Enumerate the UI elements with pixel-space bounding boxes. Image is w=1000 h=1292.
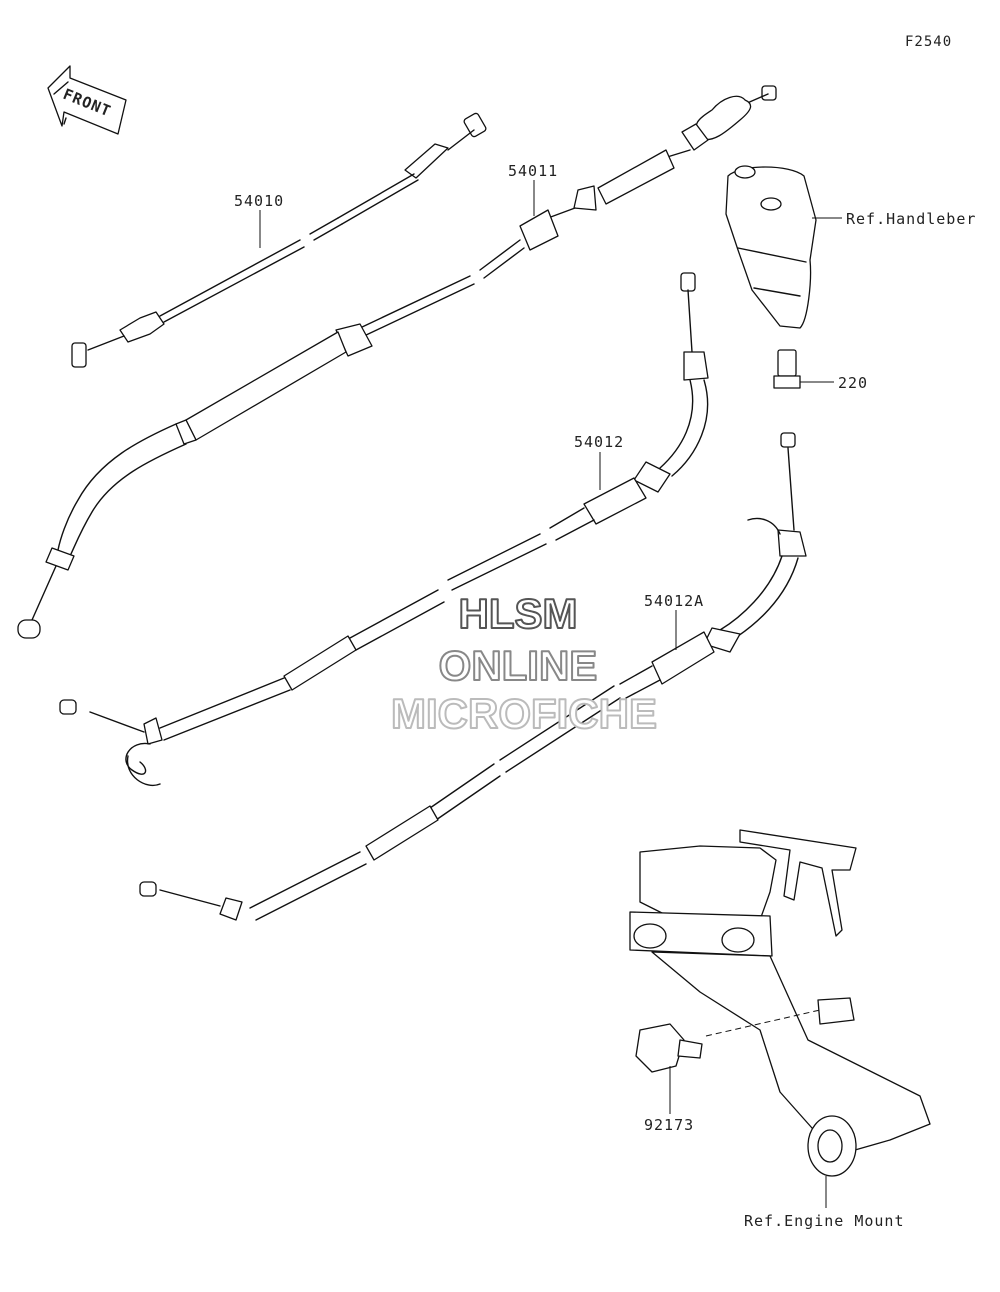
part-label-92173: 92173	[644, 1116, 694, 1134]
bolt-220	[773, 349, 801, 389]
cable-54012A	[139, 432, 807, 921]
watermark-line-1: HLSM	[459, 590, 578, 637]
part-label-54012: 54012	[574, 433, 624, 451]
cable-54012	[59, 272, 709, 787]
engine-mount-bracket	[629, 829, 931, 1177]
leader-lines	[259, 180, 842, 1208]
clip-92173	[635, 1023, 703, 1073]
diagram-code: F2540	[905, 34, 952, 50]
watermark-line-2: ONLINE	[439, 642, 598, 689]
ref-label-handlebar: Ref.Handleber	[846, 210, 976, 228]
part-label-54010: 54010	[234, 192, 284, 210]
part-label-54012A: 54012A	[644, 592, 704, 610]
watermark-line-3: MICROFICHE	[391, 690, 657, 737]
front-arrow-icon: FRONT	[47, 65, 127, 135]
handlebar-clamp	[725, 165, 817, 329]
part-label-220: 220	[838, 374, 868, 392]
ref-label-engine-mount: Ref.Engine Mount	[744, 1212, 905, 1230]
cable-54010	[71, 112, 487, 368]
watermark: HLSM ONLINE MICROFICHE	[390, 589, 658, 738]
part-label-54011: 54011	[508, 162, 558, 180]
cable-54011	[17, 85, 777, 639]
